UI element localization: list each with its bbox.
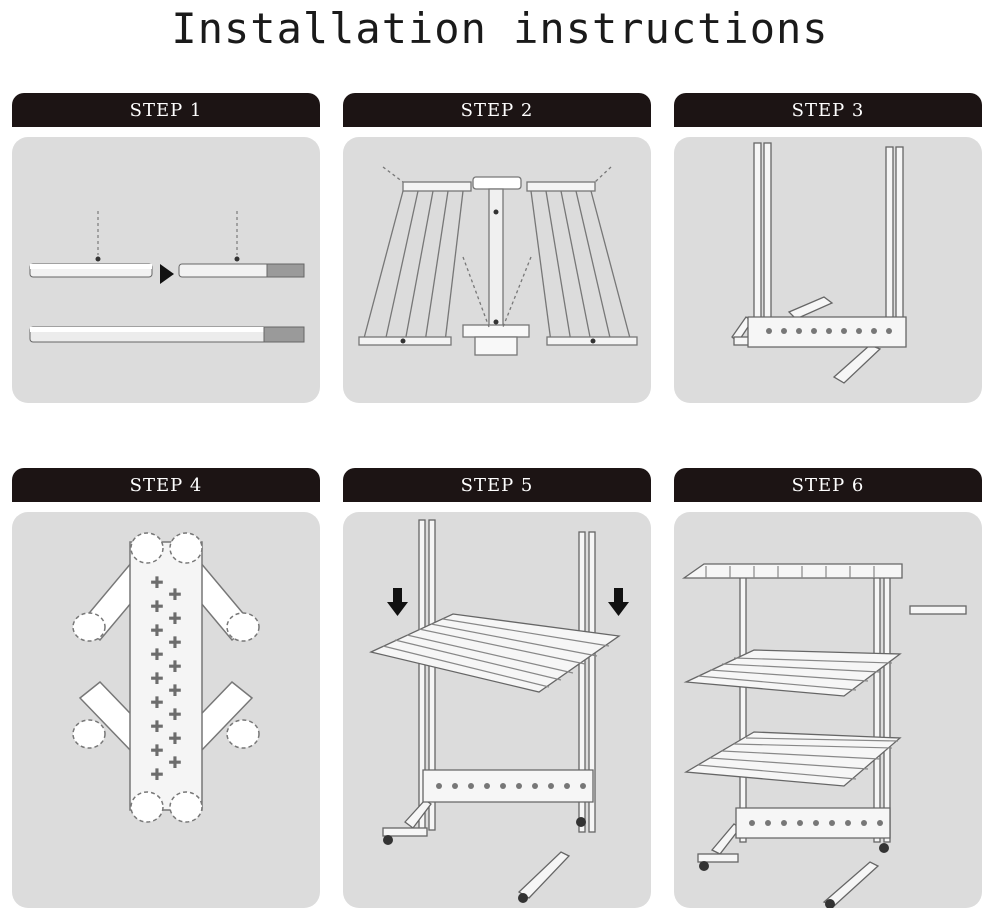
- step-6-illustration: [674, 512, 982, 908]
- step-2-illustration: [343, 137, 651, 403]
- completed-rack-drawing: [681, 563, 967, 908]
- svg-text:✚: ✚: [168, 657, 181, 676]
- page-title: Installation instructions: [171, 4, 829, 53]
- step-3-illustration: [674, 137, 982, 403]
- step-3-label: STEP 3: [674, 93, 982, 127]
- svg-text:✚: ✚: [168, 585, 181, 604]
- step-4-illustration: ✚ ✚ ✚ ✚ ✚ ✚ ✚ ✚ ✚ ✚ ✚ ✚ ✚ ✚ ✚ ✚ ✚: [12, 512, 320, 908]
- svg-text:✚: ✚: [150, 765, 163, 784]
- svg-text:✚: ✚: [168, 633, 181, 652]
- svg-text:✚: ✚: [168, 681, 181, 700]
- step-5-illustration: [343, 512, 651, 908]
- svg-text:✚: ✚: [150, 573, 163, 592]
- step-1-label: STEP 1: [12, 93, 320, 127]
- svg-text:✚: ✚: [168, 609, 181, 628]
- svg-text:✚: ✚: [150, 741, 163, 760]
- svg-text:✚: ✚: [168, 729, 181, 748]
- step-4-card: STEP 4 ✚ ✚ ✚ ✚ ✚ ✚ ✚ ✚: [12, 468, 320, 908]
- pole-connection-drawing: [29, 211, 305, 343]
- step-6-card: STEP 6: [674, 468, 982, 908]
- shelf-insertion-drawing: [369, 519, 629, 903]
- svg-text:✚: ✚: [150, 693, 163, 712]
- drying-wing-frame-drawing: [358, 166, 638, 356]
- step-1-illustration: [12, 137, 320, 403]
- svg-text:✚: ✚: [150, 717, 163, 736]
- down-arrow-icon: [387, 588, 629, 616]
- step-4-label: STEP 4: [12, 468, 320, 502]
- base-leg-assembly-drawing: ✚ ✚ ✚ ✚ ✚ ✚ ✚ ✚ ✚ ✚ ✚ ✚ ✚ ✚ ✚ ✚ ✚: [72, 532, 260, 823]
- step-3-card: STEP 3: [674, 93, 982, 403]
- svg-text:✚: ✚: [168, 753, 181, 772]
- svg-text:✚: ✚: [150, 669, 163, 688]
- step-2-label: STEP 2: [343, 93, 651, 127]
- svg-text:✚: ✚: [150, 597, 163, 616]
- step-6-label: STEP 6: [674, 468, 982, 502]
- svg-text:✚: ✚: [150, 645, 163, 664]
- step-2-card: STEP 2: [343, 93, 651, 403]
- upright-poles-base-drawing: [731, 142, 907, 384]
- step-1-card: STEP 1: [12, 93, 320, 403]
- svg-text:✚: ✚: [168, 705, 181, 724]
- step-5-label: STEP 5: [343, 468, 651, 502]
- svg-text:✚: ✚: [150, 621, 163, 640]
- step-5-card: STEP 5: [343, 468, 651, 908]
